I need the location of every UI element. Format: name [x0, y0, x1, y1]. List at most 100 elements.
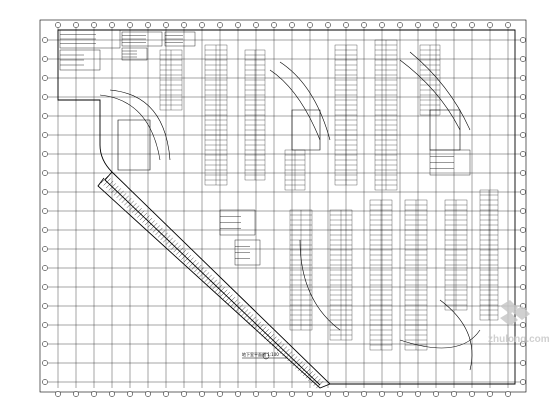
- axis-bubble: [145, 391, 151, 397]
- axis-bubble: [433, 391, 439, 397]
- ramp-hatch-line: [131, 205, 140, 213]
- axis-bubble: [42, 37, 48, 43]
- axis-bubble: [520, 379, 526, 385]
- ramp-hatch-line: [230, 299, 238, 307]
- axis-bubble: [520, 227, 526, 233]
- axis-bubble: [469, 391, 475, 397]
- axis-bubble: [325, 391, 331, 397]
- axis-bubble: [163, 391, 169, 397]
- ramp-hatch-line: [165, 237, 173, 245]
- axis-bubble: [55, 391, 61, 397]
- ramp-hatch-line: [315, 381, 324, 389]
- axis-bubble: [235, 22, 241, 28]
- axis-bubble: [42, 113, 48, 119]
- axis-bubble: [520, 94, 526, 100]
- ramp-hatch-line: [284, 351, 293, 359]
- axis-bubble: [42, 265, 48, 271]
- ramp-hatch-line: [147, 220, 155, 228]
- ramp-hatch-line: [186, 257, 194, 265]
- ramp-hatch-line: [142, 215, 150, 223]
- ramp-hatch-line: [310, 376, 319, 384]
- ramp-hatch-line: [290, 356, 298, 364]
- axis-bubble: [415, 22, 421, 28]
- ramp-hatch-line: [240, 309, 249, 317]
- ramp-hatch-line: [176, 247, 184, 255]
- axis-bubble: [91, 391, 97, 397]
- watermark: zhulong.com: [488, 300, 550, 345]
- axis-bubble: [361, 391, 367, 397]
- axis-bubble: [42, 75, 48, 81]
- axis-bubble: [520, 322, 526, 328]
- ramp-hatch: [100, 175, 324, 389]
- axis-bubble: [235, 391, 241, 397]
- ramp-hatch-line: [313, 378, 321, 386]
- ramp-hatch-line: [155, 227, 163, 236]
- ramp-hatch-line: [201, 272, 210, 280]
- ramp-hatch-line: [274, 341, 282, 349]
- axis-bubble: [42, 94, 48, 100]
- ramp-hatch-line: [178, 250, 186, 258]
- ramp-hatch-line: [196, 267, 205, 275]
- ramp-hatch-line: [199, 269, 207, 278]
- zhulong-logo-icon: [500, 300, 530, 326]
- axis-bubble: [520, 113, 526, 119]
- ramp-hatch-line: [207, 277, 215, 285]
- axis-bubble: [325, 22, 331, 28]
- axis-bubble: [307, 22, 313, 28]
- ramp-hatch-line: [116, 190, 124, 198]
- axis-bubble: [520, 246, 526, 252]
- axis-bubble: [73, 22, 79, 28]
- axis-bubble: [520, 170, 526, 176]
- axis-bubble: [343, 391, 349, 397]
- ramp-hatch-line: [308, 373, 316, 381]
- ramp-hatch-line: [108, 183, 116, 191]
- ramp-hatch-line: [191, 262, 199, 270]
- axis-bubble: [487, 22, 493, 28]
- axis-bubble: [520, 208, 526, 214]
- ramp-hatch-line: [238, 306, 246, 315]
- ramp-hatch-line: [246, 314, 254, 322]
- axis-bubble: [145, 22, 151, 28]
- building-outline: [57, 29, 516, 389]
- ramp-hatch-line: [279, 346, 287, 354]
- axis-bubble: [199, 22, 205, 28]
- axis-bubble: [397, 22, 403, 28]
- core-zones: [99, 51, 481, 371]
- axis-bubble: [42, 227, 48, 233]
- ramp-hatch-line: [152, 225, 160, 233]
- ramp-hatch-line: [261, 329, 269, 337]
- ramp-hatch-line: [137, 210, 145, 218]
- axis-bubble: [42, 360, 48, 366]
- ramp-hatch-line: [124, 198, 132, 206]
- ramp-hatch-line: [106, 180, 114, 189]
- ramp-hatch-line: [251, 319, 259, 327]
- ramp-hatch-line: [264, 331, 272, 339]
- axis-bubble: [505, 22, 511, 28]
- axis-bubble: [42, 322, 48, 328]
- axis-grid: [48, 28, 520, 388]
- ramp-hatch-line: [121, 195, 129, 203]
- axis-bubble: [343, 22, 349, 28]
- ramp-hatch-line: [235, 304, 243, 312]
- axis-bubble: [253, 22, 259, 28]
- axis-bubble: [415, 391, 421, 397]
- axis-bubble: [217, 391, 223, 397]
- axis-bubble: [42, 56, 48, 62]
- ramp-hatch-line: [212, 282, 220, 290]
- axis-bubble: [271, 22, 277, 28]
- axis-bubble: [181, 22, 187, 28]
- ramp-hatch-line: [305, 371, 313, 379]
- axis-bubble: [520, 341, 526, 347]
- watermark-text: zhulong.com: [488, 334, 550, 345]
- axis-bubble: [127, 22, 133, 28]
- axis-bubble: [397, 391, 403, 397]
- axis-bubble: [42, 151, 48, 157]
- ramp-hatch-line: [295, 361, 303, 369]
- ramp-hatch-line: [168, 240, 176, 248]
- ramp-hatch-line: [277, 343, 285, 352]
- axis-bubble: [42, 246, 48, 252]
- axis-bubble: [127, 391, 133, 397]
- axis-bubble: [520, 132, 526, 138]
- ramp-hatch-line: [134, 207, 142, 216]
- ramp-hatch-line: [297, 363, 306, 372]
